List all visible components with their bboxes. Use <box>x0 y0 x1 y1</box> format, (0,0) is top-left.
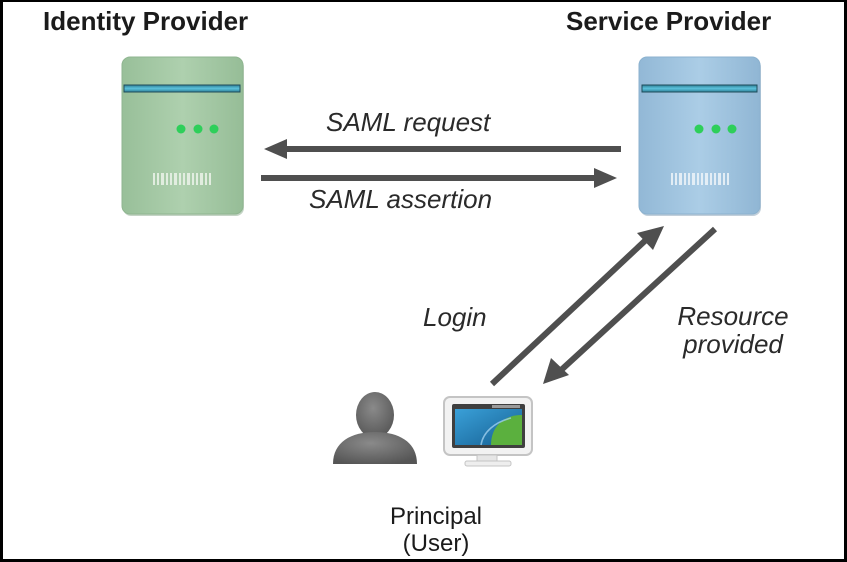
user-icon <box>333 392 417 464</box>
resource-provided-arrow <box>543 226 718 384</box>
principal-label-line2: (User) <box>402 530 470 557</box>
resource-provided-label: Resource provided <box>643 302 823 358</box>
saml-assertion-label: SAML assertion <box>309 184 493 214</box>
saml-assertion-arrow <box>261 168 617 188</box>
login-arrow <box>489 226 664 387</box>
login-label: Login <box>423 302 487 332</box>
identity-provider-label: Identity Provider <box>43 6 249 36</box>
service-provider-server-icon <box>638 56 761 216</box>
identity-provider-server-icon <box>121 56 244 216</box>
principal-label-line1: Principal <box>389 503 483 530</box>
service-provider-label: Service Provider <box>566 6 772 36</box>
diagram-graphics <box>121 56 761 467</box>
saml-request-label: SAML request <box>326 107 491 137</box>
resource-provided-line1: Resource <box>677 301 789 331</box>
saml-request-arrow <box>264 139 621 159</box>
resource-provided-line2: provided <box>683 329 783 359</box>
computer-monitor-icon <box>443 396 533 467</box>
principal-label: Principal (User) <box>336 503 536 557</box>
